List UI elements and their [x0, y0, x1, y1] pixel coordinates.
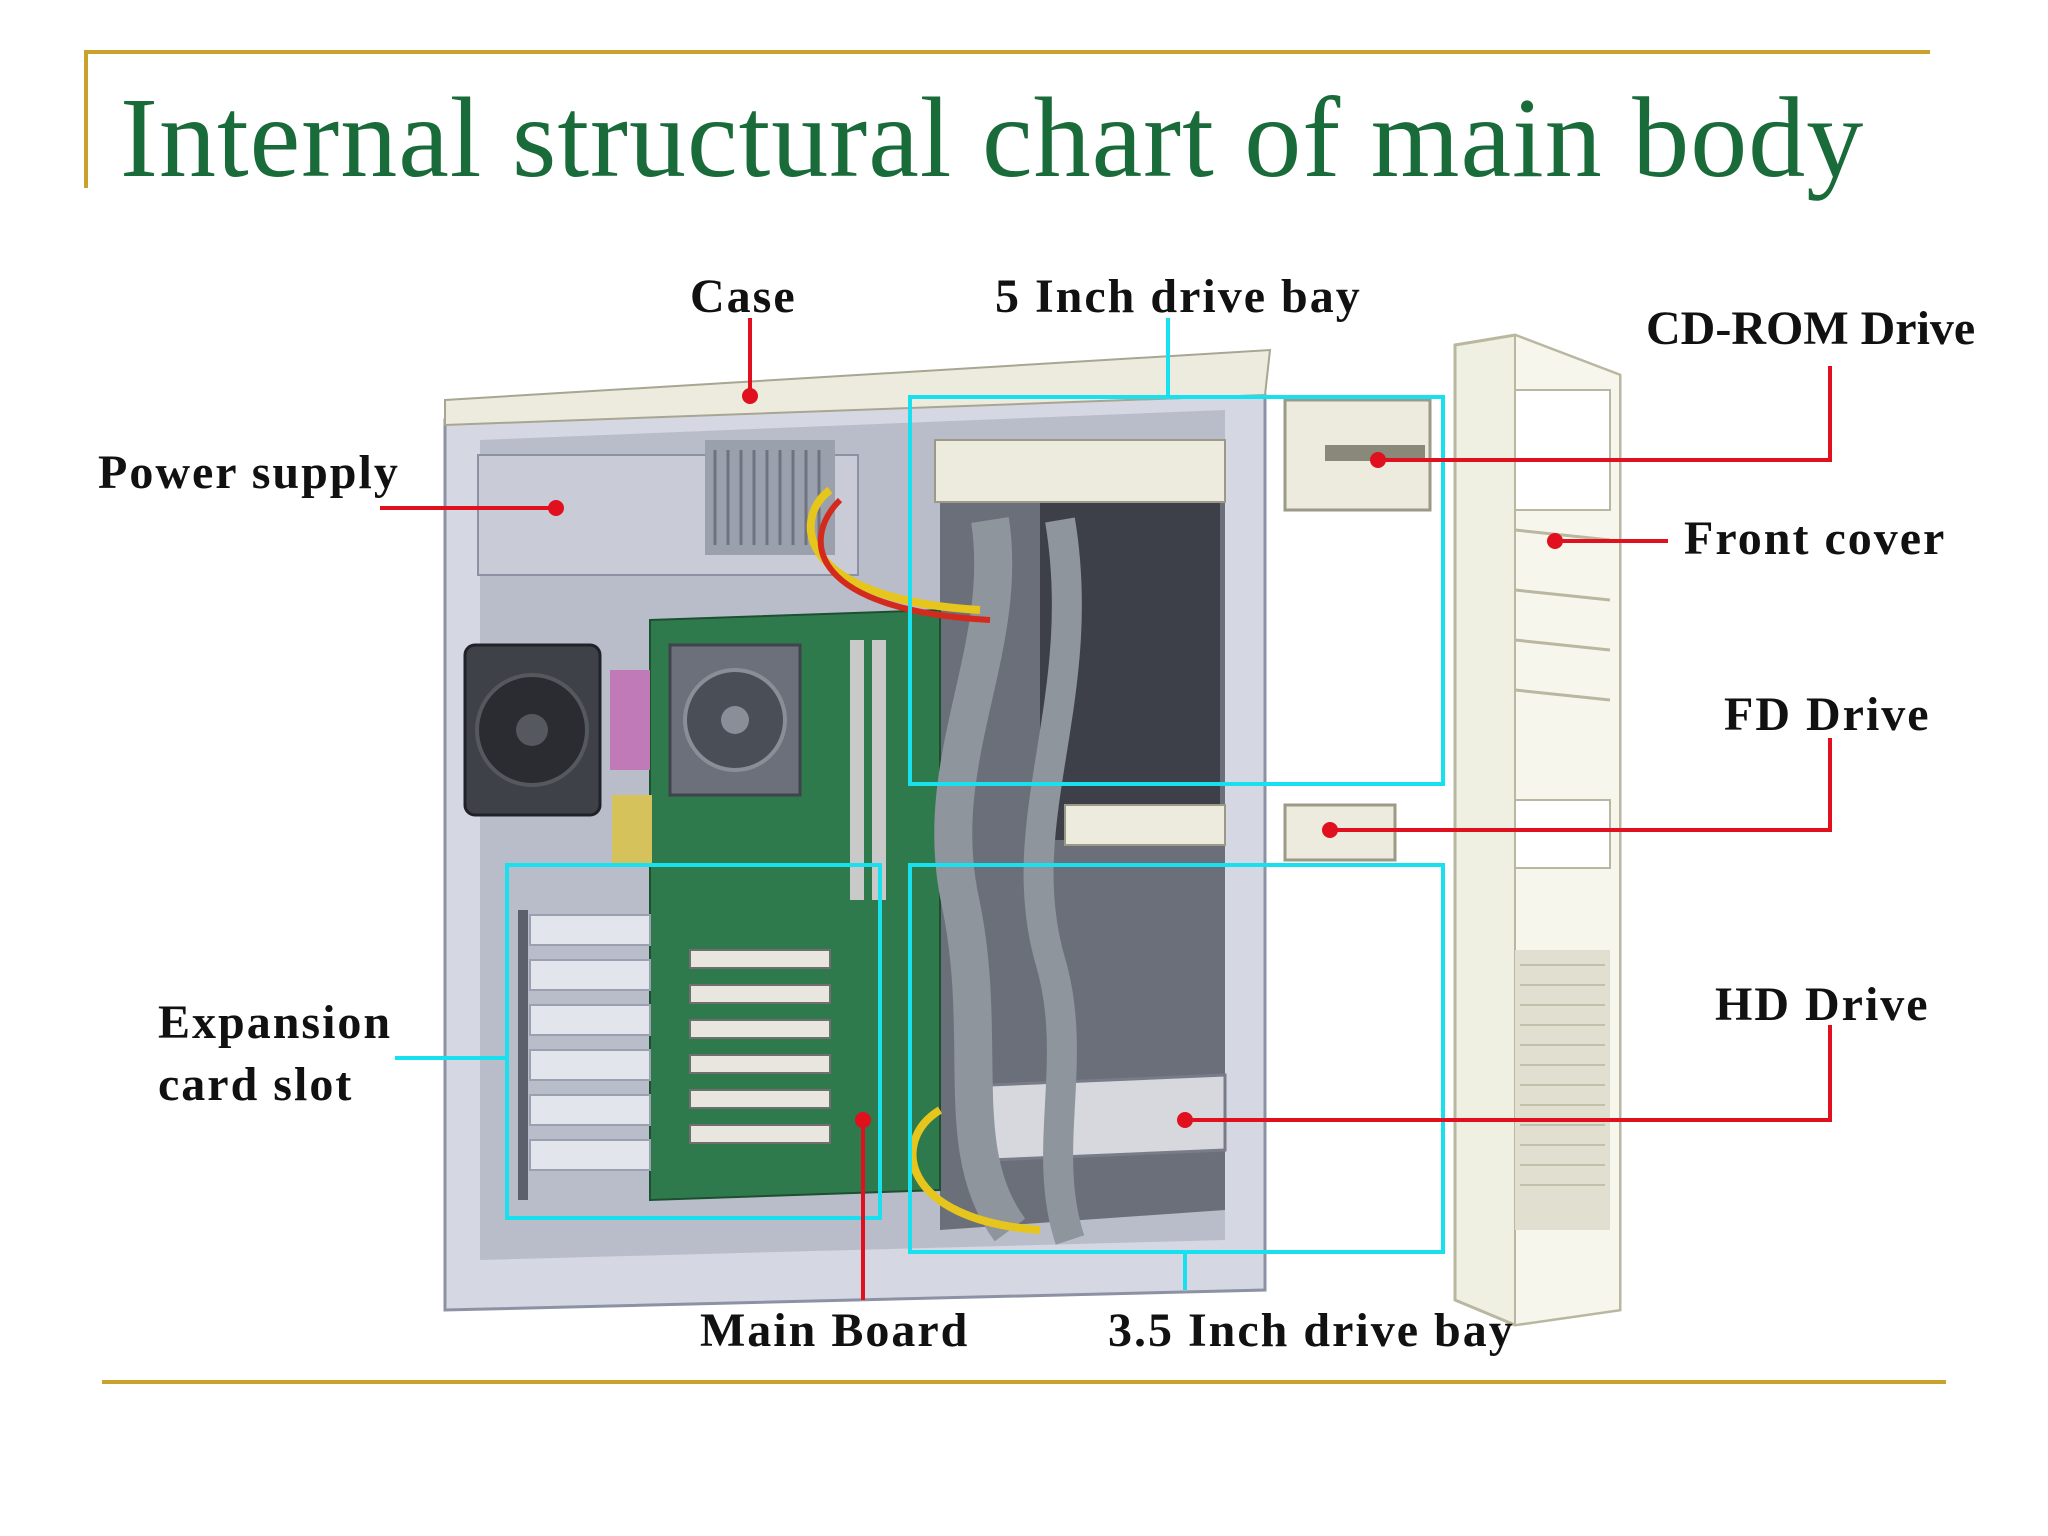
label-power-supply: Power supply: [98, 446, 400, 499]
ram-slot: [872, 640, 886, 900]
slot-brackets: [529, 914, 651, 1171]
hd-drive-leader: [1185, 1025, 1832, 1122]
top-rule: [84, 50, 1930, 54]
left-rule: [84, 50, 88, 188]
label-expansion-line1: Expansion: [158, 996, 393, 1049]
red-leader-dots: [548, 388, 1563, 1128]
floppy-drive-slot: [1064, 804, 1226, 846]
power-supply-vent-slats: [713, 450, 821, 545]
expansion-slots: [689, 949, 831, 1144]
power-wires: [908, 1106, 1041, 1234]
five-inch-bay-bracket: [908, 395, 1445, 786]
label-expansion-line2: card slot: [158, 1058, 354, 1111]
power-wires: [817, 497, 991, 623]
label-main-board: Main Board: [700, 1304, 970, 1357]
label-case: Case: [690, 270, 797, 323]
label-hd-drive: HD Drive: [1715, 978, 1930, 1031]
fd-drive-body: [1283, 803, 1397, 862]
three-five-bay-bracket: [908, 863, 1445, 1254]
ribbon-cable: [1023, 517, 1085, 1245]
ribbon-cable: [934, 517, 1026, 1242]
io-port: [612, 795, 652, 865]
slot-bar: [518, 910, 528, 1200]
five-inch-drive-slot: [934, 439, 1226, 503]
ram-slot: [850, 640, 864, 900]
io-port: [610, 670, 650, 770]
red-leaders: [380, 318, 1832, 1300]
label-five-inch-bay: 5 Inch drive bay: [995, 270, 1362, 323]
label-cdrom-drive: CD-ROM Drive: [1646, 302, 1976, 355]
label-fd-drive: FD Drive: [1724, 688, 1931, 741]
fd-drive-leader: [1330, 738, 1832, 832]
cdrom-leader: [1378, 366, 1832, 462]
front-cover-vent: [1515, 950, 1610, 1230]
front-cover-bays: [1514, 389, 1611, 869]
slide-title: Internal structural chart of main body: [120, 74, 1865, 201]
expansion-slot-bracket: [505, 863, 882, 1220]
front-cover-lines: [1514, 528, 1611, 702]
bracket-highlights: [395, 318, 1445, 1290]
label-three-five-bay: 3.5 Inch drive bay: [1108, 1304, 1515, 1357]
label-front-cover: Front cover: [1684, 512, 1947, 565]
bottom-rule: [102, 1380, 1946, 1384]
